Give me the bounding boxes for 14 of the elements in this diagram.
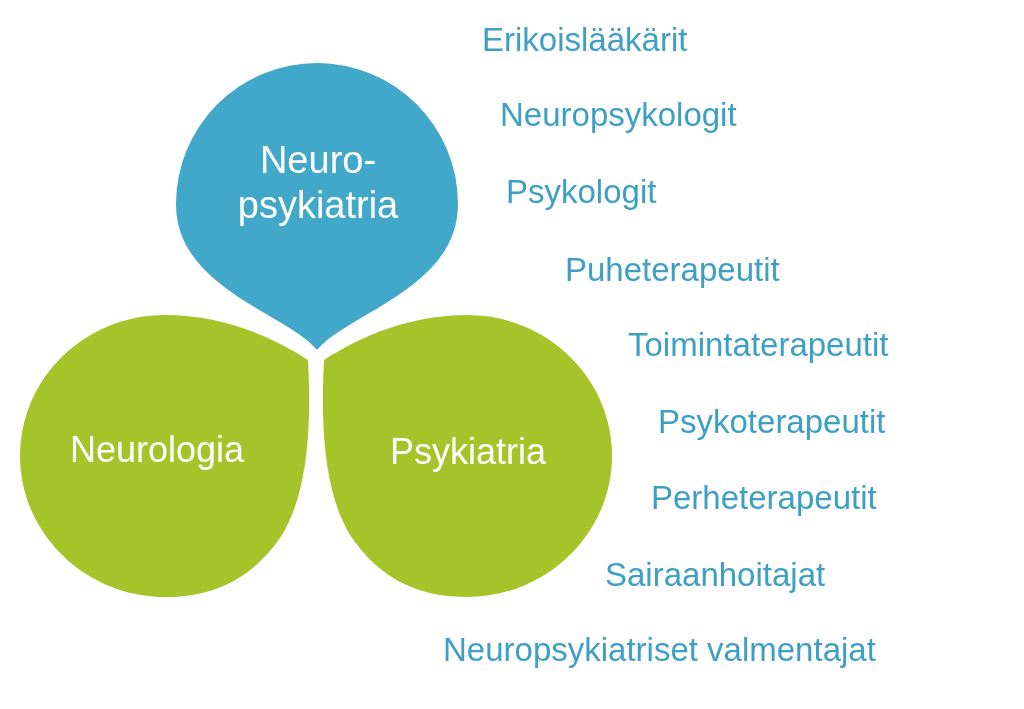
rounded-shape [20, 315, 309, 598]
profession-label: Toimintaterapeutit [628, 325, 889, 365]
profession-label: Puheterapeutit [565, 250, 780, 290]
node-label: Neurologia [68, 428, 246, 472]
profession-label: Erikoislääkärit [482, 20, 688, 60]
profession-label: Neuropsykiatriset valmentajat [443, 630, 876, 670]
node-label: Neuro- psykiatria [236, 138, 400, 228]
profession-label: Perheterapeutit [651, 478, 877, 518]
profession-label: Neuropsykologit [500, 95, 737, 135]
teardrop-shape [176, 63, 458, 351]
node-label: Psykiatria [388, 430, 547, 474]
profession-label: Psykologit [506, 172, 657, 212]
profession-label: Psykoterapeutit [658, 402, 886, 442]
profession-label: Sairaanhoitajat [605, 555, 826, 595]
